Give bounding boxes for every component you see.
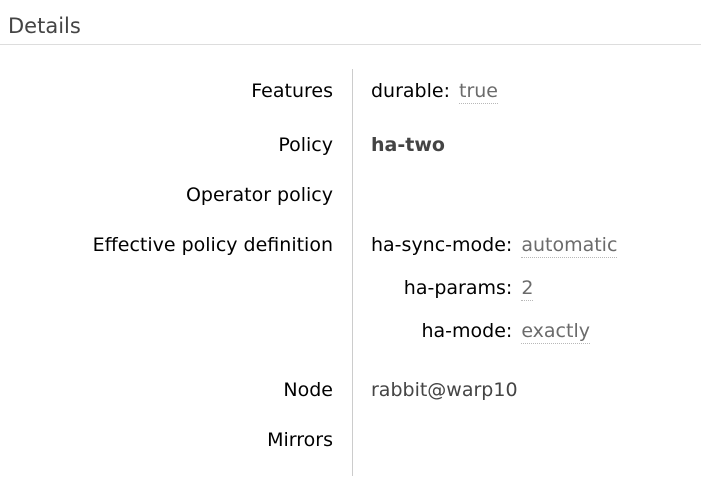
row-value-operator-policy: [352, 166, 701, 216]
row-label-policy: Policy: [278, 134, 333, 156]
detail-row-mirrors: Mirrors: [0, 411, 701, 476]
row-value-policy: ha-two: [352, 118, 701, 166]
row-value-effective-policy-definition: ha-sync-mode: automatic ha-params: 2: [352, 216, 701, 360]
row-label-operator-policy: Operator policy: [185, 184, 333, 206]
kv-value-ha-params: 2: [521, 277, 534, 301]
row-label-mirrors: Mirrors: [267, 429, 333, 451]
row-label-features: Features: [251, 80, 333, 102]
kv-value-durable: true: [459, 80, 498, 104]
detail-row-operator-policy: Operator policy: [0, 166, 701, 216]
kv-row: ha-mode: exactly: [371, 301, 617, 344]
kv-key-ha-sync-mode: ha-sync-mode:: [371, 234, 513, 256]
details-section-title: Details: [0, 0, 701, 45]
kv-row: durable: true: [371, 79, 498, 104]
detail-row-effective-policy-definition: Effective policy definition ha-sync-mode…: [0, 216, 701, 360]
effective-policy-kv-table: ha-sync-mode: automatic ha-params: 2: [371, 233, 618, 344]
kv-value-ha-sync-mode: automatic: [521, 234, 618, 258]
row-label-node: Node: [283, 379, 333, 401]
kv-key-ha-mode: ha-mode:: [421, 320, 513, 342]
kv-key-ha-params: ha-params:: [403, 277, 513, 299]
detail-row-node: Node rabbit@warp10: [0, 360, 701, 411]
kv-key-durable: durable:: [371, 80, 450, 102]
policy-link[interactable]: ha-two: [371, 134, 445, 156]
detail-row-policy: Policy ha-two: [0, 118, 701, 166]
details-table: Features durable: true Policy: [0, 69, 701, 476]
kv-row: ha-sync-mode: automatic: [371, 233, 618, 258]
row-value-node: rabbit@warp10: [352, 360, 701, 411]
node-name: rabbit@warp10: [371, 379, 518, 401]
row-label-effective-policy-definition: Effective policy definition: [92, 234, 333, 256]
kv-row: ha-params: 2: [371, 258, 617, 301]
features-kv-table: durable: true: [371, 79, 498, 104]
detail-row-features: Features durable: true: [0, 69, 701, 118]
row-value-features: durable: true: [352, 69, 701, 118]
row-value-mirrors: [352, 411, 701, 476]
kv-value-ha-mode: exactly: [521, 320, 590, 344]
